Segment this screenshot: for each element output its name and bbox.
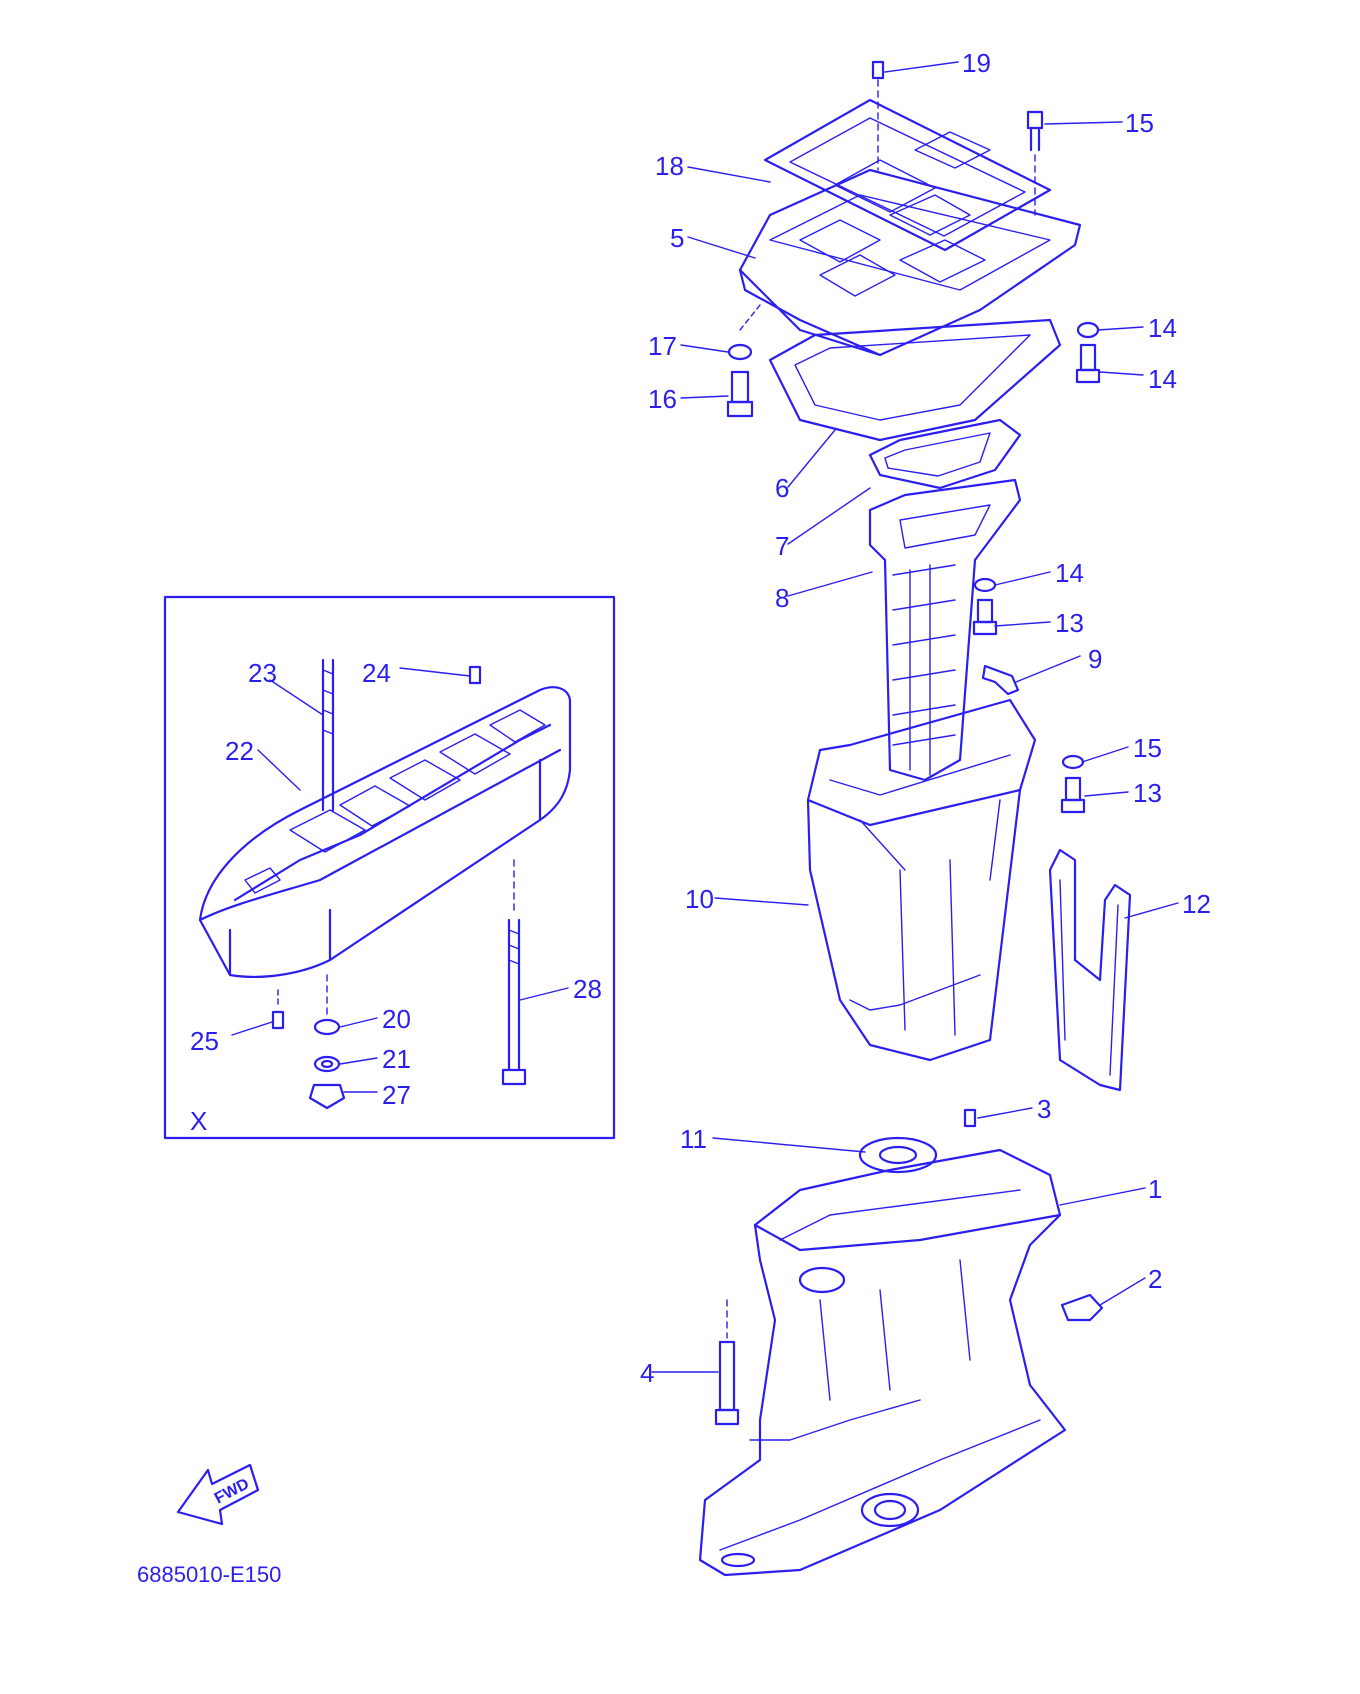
callout-14-lower: 15	[1133, 733, 1162, 763]
upper-mount-group	[726, 60, 1101, 782]
callout-5: 5	[670, 223, 684, 253]
callout-9: 9	[1088, 644, 1102, 674]
callout-1: 1	[1148, 1174, 1162, 1204]
diagram-code: 6885010-E150	[137, 1562, 281, 1587]
upper-casing-group	[806, 698, 1132, 1092]
callout-7: 7	[775, 531, 789, 561]
fwd-arrow: FWD	[176, 1463, 260, 1526]
callout-13-upper: 13	[1055, 608, 1084, 638]
callout-19: 17	[648, 331, 677, 361]
inset-label-x: X	[190, 1106, 207, 1136]
callout-26-bottom: 25	[190, 1026, 219, 1056]
callout-4: 4	[640, 1358, 654, 1388]
callout-15: 14	[1148, 364, 1177, 394]
callout-21: 19	[962, 48, 991, 78]
callout-11: 11	[680, 1124, 707, 1154]
leader-lines	[231, 61, 1179, 1373]
callout-labels: 19 15 18 5 17 14 14 16 6 7 14 8 13 9 15 …	[137, 48, 1211, 1587]
callout-20: 18	[655, 151, 684, 181]
callout-2: 2	[1148, 1264, 1162, 1294]
callout-28: 28	[573, 974, 602, 1004]
callout-24: 22	[225, 736, 254, 766]
callout-10: 10	[685, 884, 714, 914]
callout-25: 23	[248, 658, 277, 688]
callout-6: 6	[775, 473, 789, 503]
callout-16: 14	[1148, 313, 1177, 343]
callout-27: 27	[382, 1080, 411, 1110]
callout-17: 15	[1125, 108, 1154, 138]
callout-8: 8	[775, 583, 789, 613]
inset-box-x	[163, 595, 616, 1140]
callout-12: 12	[1182, 889, 1211, 919]
callout-14-upper: 14	[1055, 558, 1084, 588]
callout-23: 21	[382, 1044, 411, 1074]
callout-26-top: 24	[362, 658, 391, 688]
callout-22: 20	[382, 1004, 411, 1034]
callout-13-lower: 13	[1133, 778, 1162, 808]
callout-18: 16	[648, 384, 677, 414]
bottom-cowling-group	[698, 1108, 1104, 1577]
callout-3: 3	[1037, 1094, 1051, 1124]
